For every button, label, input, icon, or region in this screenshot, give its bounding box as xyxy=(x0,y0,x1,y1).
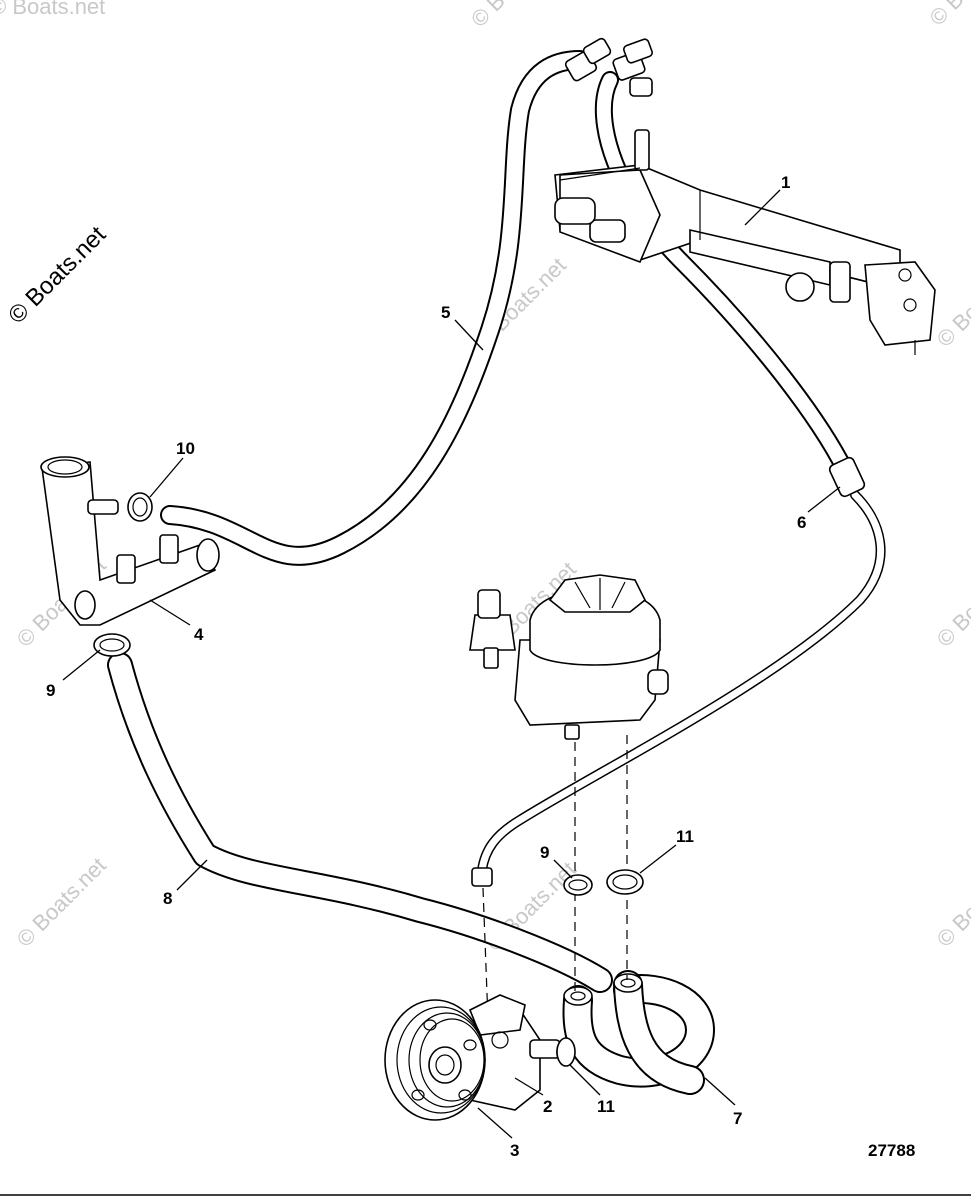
callout-2: 2 xyxy=(543,1097,552,1116)
leader-lines xyxy=(62,189,841,1139)
hose-clamp-11-middle xyxy=(606,869,644,895)
hose-7 xyxy=(562,970,715,1095)
watermark-layer: © Boats.net © Boats.net © Boats.net © Bo… xyxy=(0,0,971,956)
callout-5: 5 xyxy=(441,303,450,322)
hose-clamp-11-lower xyxy=(556,1037,576,1067)
fluid-reservoir xyxy=(469,574,669,740)
callout-1: 1 xyxy=(781,173,790,192)
watermark-text: © Boats.net xyxy=(932,253,971,352)
watermark-text: © Boats.net xyxy=(932,553,971,652)
watermark-text: © Boats.net xyxy=(466,0,565,32)
watermark-text: © Boats.net xyxy=(932,853,971,952)
hose-clamp-9-upper xyxy=(93,633,131,657)
watermark-text: © Boats.net xyxy=(12,853,111,952)
hose-5 xyxy=(160,50,590,566)
callout-8: 8 xyxy=(163,889,172,908)
hose-clamp-9-lower xyxy=(563,874,593,896)
watermark-text: © Boats.net xyxy=(925,0,971,31)
figure-number: 27788 xyxy=(868,1141,915,1160)
callout-4: 4 xyxy=(194,625,204,644)
pump-pulley xyxy=(384,999,486,1121)
hose-clamp-10 xyxy=(127,492,153,522)
callout-7: 7 xyxy=(733,1109,742,1128)
cylinder-fittings xyxy=(564,37,653,97)
hose-8 xyxy=(107,652,613,993)
callout-11-lower: 11 xyxy=(597,1097,615,1116)
callout-3: 3 xyxy=(510,1141,519,1160)
watermark-main: © Boats.net xyxy=(3,221,111,329)
watermark-text: © Boats.net xyxy=(0,0,105,19)
callout-9-upper: 9 xyxy=(46,681,55,700)
hose-6 xyxy=(471,71,886,887)
callout-11-middle: 11 xyxy=(676,827,694,846)
assembly-lines xyxy=(482,735,628,1021)
callout-6: 6 xyxy=(797,513,806,532)
callout-10: 10 xyxy=(176,439,195,458)
callout-9-lower: 9 xyxy=(540,843,549,862)
steering-cylinder xyxy=(554,129,936,355)
callout-labels: 1 2 3 4 5 6 7 8 9 9 10 11 11 xyxy=(46,173,806,1160)
tee-fitting xyxy=(40,456,220,626)
